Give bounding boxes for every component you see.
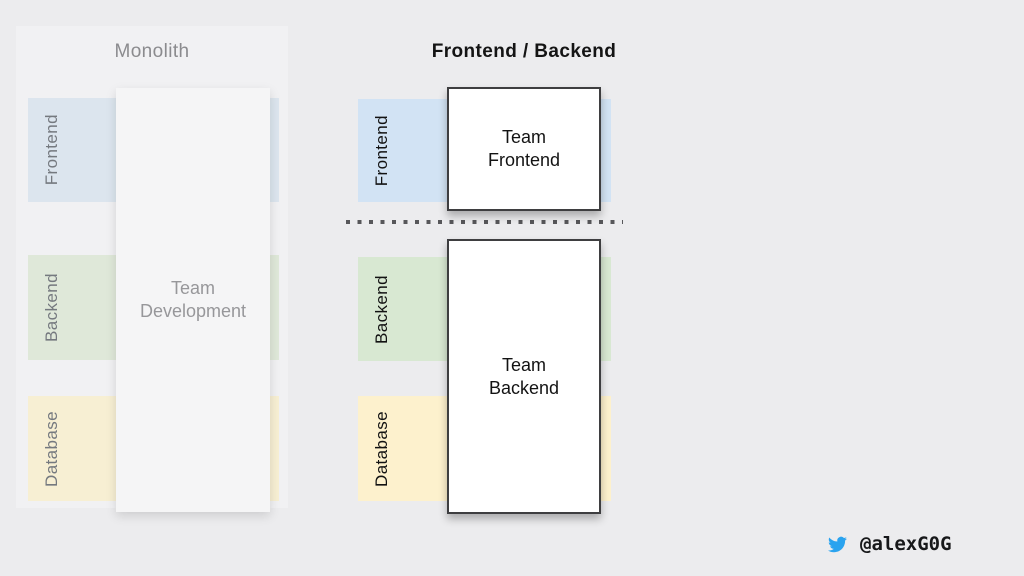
- team-development-box: Team Development: [116, 88, 270, 512]
- monolith-title: Monolith: [114, 41, 190, 62]
- split-frontend-band-label: Frontend: [372, 114, 391, 187]
- team-backend-box: Team Backend: [447, 239, 601, 514]
- monolith-frontend-band-label: Frontend: [42, 114, 61, 186]
- team-frontend-box: Team Frontend: [447, 87, 601, 211]
- monolith-backend-band-label: Backend: [42, 273, 61, 342]
- frontend-backend-separator-dotted-line: [346, 220, 623, 224]
- twitter-bird-icon: [828, 536, 847, 552]
- monolith-database-band-label: Database: [42, 410, 61, 487]
- attribution-footer: @alexG0G: [826, 532, 952, 556]
- twitter-handle: @alexG0G: [860, 533, 952, 555]
- split-database-band-label: Database: [372, 410, 391, 487]
- split-backend-band-label: Backend: [372, 274, 391, 344]
- split-title: Frontend / Backend: [431, 41, 617, 62]
